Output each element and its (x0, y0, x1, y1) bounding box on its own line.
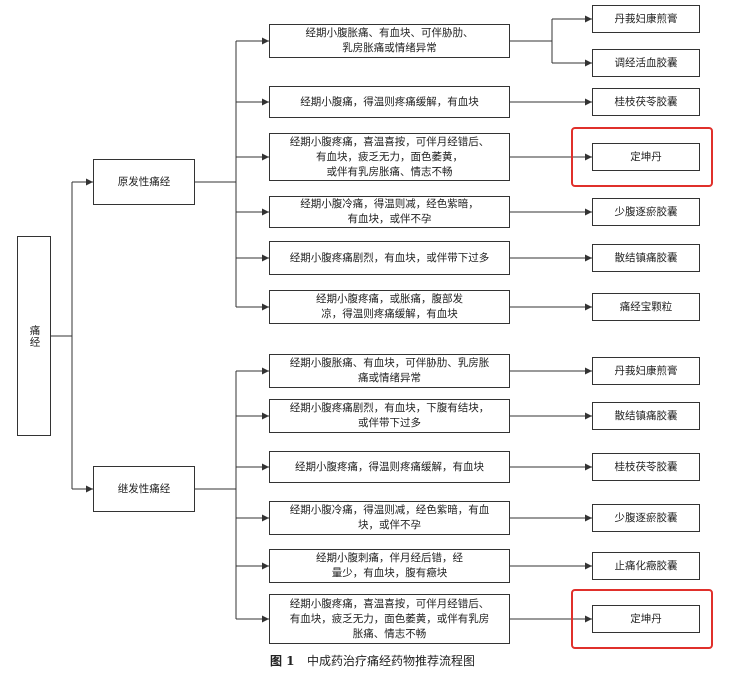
symptom-node: 经期小腹疼痛剧烈，有血块，或伴带下过多 (269, 241, 510, 275)
drug-node: 定坤丹 (592, 143, 700, 171)
drug-node: 痛经宝颗粒 (592, 293, 700, 321)
group-node: 继发性痛经 (93, 466, 195, 512)
symptom-node: 经期小腹疼痛，得温则疼痛缓解，有血块 (269, 451, 510, 483)
drug-node: 调经活血胶囊 (592, 49, 700, 77)
drug-node: 桂枝茯苓胶囊 (592, 453, 700, 481)
symptom-node: 经期小腹痛，得温则疼痛缓解，有血块 (269, 86, 510, 118)
drug-node: 少腹逐瘀胶囊 (592, 198, 700, 226)
recommendation-highlight (571, 127, 713, 187)
drug-node: 止痛化癥胶囊 (592, 552, 700, 580)
symptom-node: 经期小腹疼痛，或胀痛，腹部发凉，得温则疼痛缓解，有血块 (269, 290, 510, 324)
drug-node: 丹莪妇康煎膏 (592, 357, 700, 385)
symptom-node: 经期小腹疼痛剧烈，有血块，下腹有结块，或伴带下过多 (269, 399, 510, 433)
drug-node: 少腹逐瘀胶囊 (592, 504, 700, 532)
figure-title: 中成药治疗痛经药物推荐流程图 (307, 654, 476, 668)
drug-node: 定坤丹 (592, 605, 700, 633)
symptom-node: 经期小腹冷痛，得温则减，经色紫暗，有血块，或伴不孕 (269, 196, 510, 228)
recommendation-highlight (571, 589, 713, 649)
symptom-node: 经期小腹疼痛，喜温喜按，可伴月经错后、有血块，疲乏无力，面色萎黄，或伴有乳房胀痛… (269, 594, 510, 644)
figure-number: 图 1 (270, 654, 295, 668)
group-node: 原发性痛经 (93, 159, 195, 205)
symptom-node: 经期小腹疼痛，喜温喜按，可伴月经错后、有血块，疲乏无力，面色萎黄，或伴有乳房胀痛… (269, 133, 510, 181)
drug-node: 丹莪妇康煎膏 (592, 5, 700, 33)
symptom-node: 经期小腹刺痛，伴月经后错，经量少，有血块，腹有癥块 (269, 549, 510, 583)
symptom-node: 经期小腹胀痛、有血块，可伴胁肋、乳房胀痛或情绪异常 (269, 354, 510, 388)
drug-node: 桂枝茯苓胶囊 (592, 88, 700, 116)
symptom-node: 经期小腹胀痛、有血块、可伴胁肋、乳房胀痛或情绪异常 (269, 24, 510, 58)
drug-node: 散结镇痛胶囊 (592, 402, 700, 430)
root-node: 痛经 (17, 236, 51, 436)
symptom-node: 经期小腹冷痛，得温则减，经色紫暗，有血块，或伴不孕 (269, 501, 510, 535)
drug-node: 散结镇痛胶囊 (592, 244, 700, 272)
